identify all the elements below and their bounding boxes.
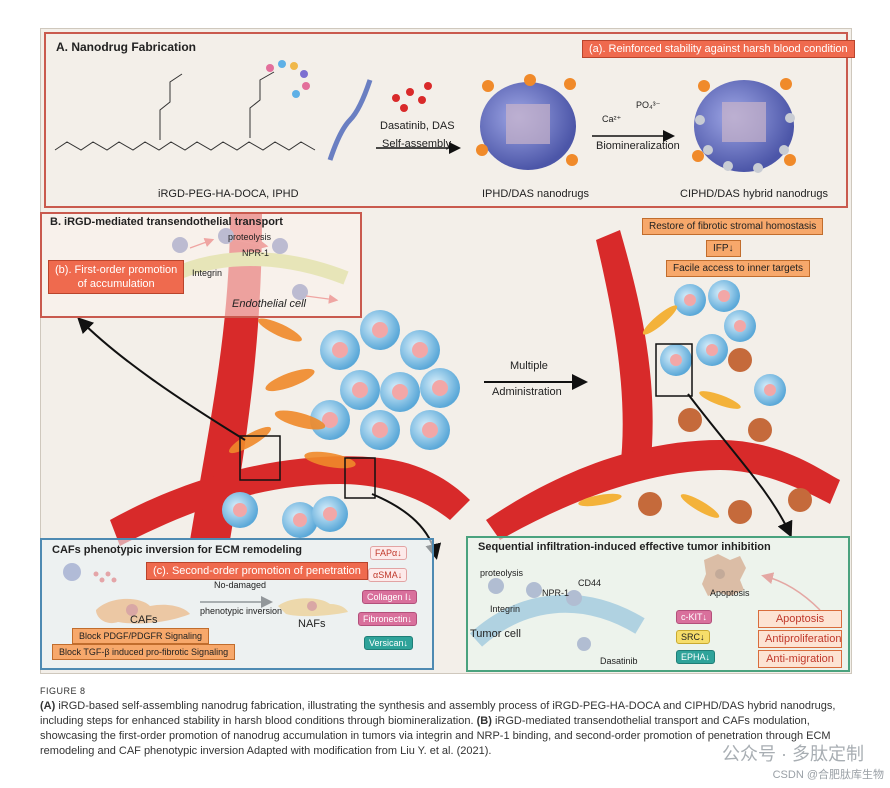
effect-antiproliferation: Antiproliferation — [758, 630, 842, 648]
panel-b-transendothelial: B. iRGD-mediated transendothelial transp… — [40, 212, 362, 318]
panel-d-cd44: CD44 — [578, 578, 602, 588]
caption-text: (A) iRGD-based self-assembling nanodrug … — [40, 699, 860, 759]
panel-c-banner: (c). Second-order promotion of penetrati… — [146, 562, 368, 580]
panel-b-banner: (b). First-order promotion of accumulati… — [48, 260, 185, 294]
zoom-arrow-d — [687, 393, 793, 538]
caption-a-text: iRGD-based self-assembling nanodrug fabr… — [40, 700, 836, 727]
dasatinib-dots — [392, 82, 432, 112]
panel-b-title: B. iRGD-mediated transendothelial transp… — [50, 216, 283, 228]
panel-a-nanodrug-fabrication: A. Nanodrug Fabrication (a). Reinforced … — [44, 32, 855, 208]
panel-d-apoptosis-label: Apoptosis — [710, 588, 750, 598]
zoom-box-right — [655, 343, 693, 397]
apoptotic-cells-right — [638, 348, 812, 524]
marker-fibronectin: Fibronectin↓ — [358, 612, 418, 626]
step-biomineralization: Biomineralization — [596, 140, 680, 152]
panel-c-arrow-line1: No-damaged — [214, 580, 267, 590]
block-pdgf: Block PDGF/PDGFR Signaling — [72, 628, 210, 644]
step-self-assembly: Self-assembly — [382, 138, 452, 150]
panel-c-arrow-line2: phenotypic inversion — [200, 606, 283, 616]
zoom-box-endothelium — [239, 435, 281, 481]
cafs-right — [578, 305, 741, 518]
reagent-dasatinib: Dasatinib, DAS — [380, 120, 455, 132]
panel-c-title: CAFs phenotypic inversion for ECM remode… — [52, 544, 302, 556]
block-tgf-beta: Block TGF-β induced pro-fibrotic Signali… — [52, 644, 236, 660]
panel-c-caf-inversion: CAFs phenotypic inversion for ECM remode… — [40, 538, 434, 670]
caption-b-text: iRGD-mediated transendothelial transport… — [40, 715, 831, 757]
panel-d-dasatinib: Dasatinib — [600, 656, 638, 666]
panel-b-endothelial-cell: Endothelial cell — [232, 298, 306, 310]
marker-collagen: Collagen I↓ — [362, 590, 418, 604]
panel-d-nrp1: NPR-1 — [542, 588, 570, 598]
watermark-sub: CSDN @合肥肽库生物 — [772, 769, 884, 781]
panel-b-nrp1: NPR-1 — [242, 248, 270, 258]
panel-d-tumor-inhibition: Sequential infiltration-induced effectiv… — [466, 536, 850, 672]
watermark-main: 公众号 · 多肽定制 — [722, 744, 864, 764]
marker-versican: Versican↓ — [364, 636, 414, 650]
label-iphd-das: IPHD/DAS nanodrugs — [482, 188, 589, 200]
outcome-ifp: IFP↓ — [706, 240, 741, 257]
panel-d-proteolysis: proteolysis — [480, 568, 524, 578]
effect-apoptosis: Apoptosis — [758, 610, 842, 628]
polymer-structure-drawing — [54, 60, 316, 151]
label-nafs: NAFs — [298, 618, 326, 630]
outcome-facile-access: Facile access to inner targets — [666, 260, 811, 277]
panel-b-integrin: Integrin — [192, 268, 223, 278]
marker-asma: αSMA↓ — [368, 568, 408, 582]
panel-d-tumor-cell: Tumor cell — [470, 628, 521, 640]
zoom-box-caf — [344, 457, 376, 499]
tumor-cells-left — [222, 310, 460, 538]
label-ciphd-das: CIPHD/DAS hybrid nanodrugs — [680, 188, 828, 200]
effect-anti-migration: Anti-migration — [758, 650, 842, 668]
peg-chain-icon — [327, 79, 373, 161]
iphd-nanodrug-icon — [476, 74, 578, 170]
panel-b-banner-line2: of accumulation — [77, 278, 155, 290]
middle-arrow-line1: Multiple — [510, 360, 548, 372]
middle-arrow-line2: Administration — [492, 386, 562, 398]
label-iphd-polymer: iRGD-PEG-HA-DOCA, IPHD — [158, 188, 299, 200]
zoom-arrow-b — [77, 317, 246, 441]
panel-b-proteolysis: proteolysis — [228, 232, 272, 242]
reagent-phosphate: PO₄³⁻ — [636, 100, 661, 110]
ciphd-nanodrug-icon — [692, 78, 796, 173]
target-ckit: c-KIT↓ — [676, 610, 712, 624]
blood-vessel-right — [486, 230, 840, 540]
target-epha: EPHA↓ — [676, 650, 716, 664]
panel-a-banner: (a). Reinforced stability against harsh … — [582, 40, 855, 58]
label-cafs: CAFs — [130, 614, 158, 626]
tumor-cells-right — [660, 280, 786, 406]
caption-b-lead: (B) — [476, 715, 492, 727]
figure-label: FIGURE 8 — [40, 686, 86, 696]
reagent-calcium: Ca²⁺ — [602, 114, 622, 124]
panel-a-title: A. Nanodrug Fabrication — [56, 40, 197, 54]
panel-d-title: Sequential infiltration-induced effectiv… — [478, 541, 771, 553]
marker-fapa: FAPα↓ — [370, 546, 407, 560]
panel-d-integrin: Integrin — [490, 604, 521, 614]
caption-a-lead: (A) — [40, 700, 56, 712]
figure-caption: FIGURE 8 (A) iRGD-based self-assembling … — [40, 684, 860, 759]
outcome-restore-homeostasis: Restore of fibrotic stromal homostasis — [642, 218, 824, 235]
target-src: SRC↓ — [676, 630, 710, 644]
panel-b-banner-line1: (b). First-order promotion — [55, 264, 178, 276]
